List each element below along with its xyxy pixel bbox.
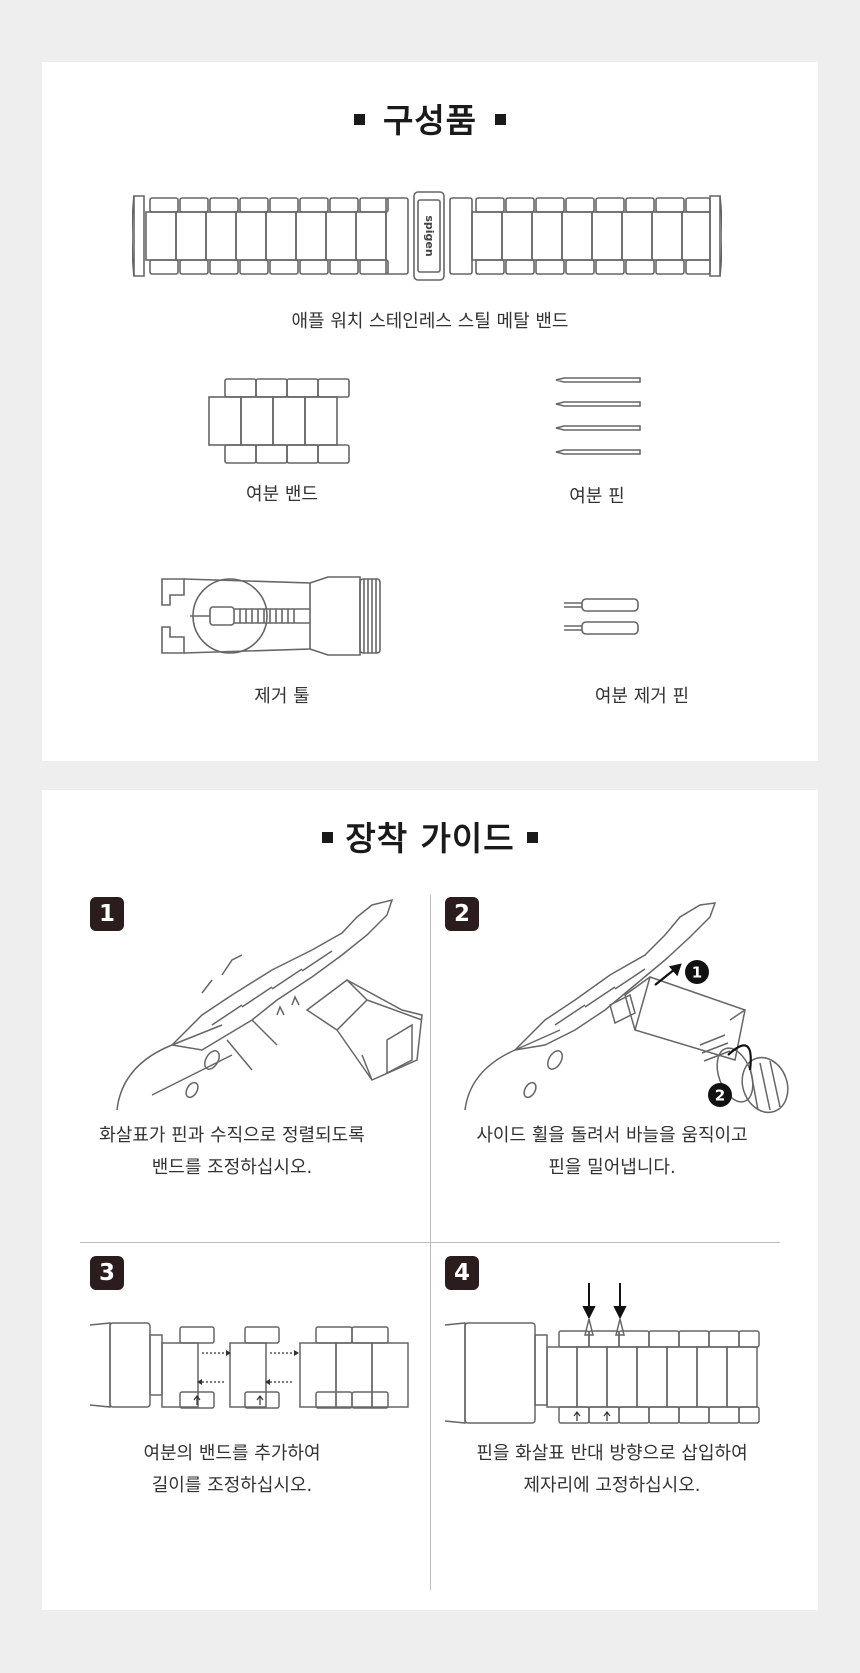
guide-heading: 장착 가이드	[42, 812, 818, 860]
step-1-line-2: 밴드를 조정하십시오.	[151, 1157, 313, 1178]
spare-band-illustration	[208, 378, 350, 464]
step-4-illustration	[445, 1283, 760, 1424]
step-2-line-2: 핀을 밀어냅니다.	[548, 1157, 676, 1178]
sub-marker-2: 2	[715, 1087, 725, 1105]
bullet-square-icon	[353, 114, 365, 125]
step-3-badge: 3	[90, 1256, 124, 1290]
step-2-illustration: 1 2	[464, 902, 789, 1114]
metal-band-illustration: spigen	[132, 191, 722, 281]
spare-band-caption: 여분 밴드	[246, 484, 318, 505]
step-1-line-1: 화살표가 핀과 수직으로 정렬되도록	[99, 1125, 365, 1146]
step-1-text: 화살표가 핀과 수직으로 정렬되도록 밴드를 조정하십시오.	[62, 1120, 402, 1184]
step-4-line-2: 제자리에 고정하십시오.	[523, 1475, 701, 1496]
step-1-badge: 1	[90, 897, 124, 931]
bullet-square-icon	[322, 832, 334, 843]
step-4-text: 핀을 화살표 반대 방향으로 삽입하여 제자리에 고정하십시오.	[442, 1438, 782, 1502]
step-3-line-2: 길이를 조정하십시오.	[151, 1475, 313, 1496]
install-guide-section: 장착 가이드 1 화살표가 핀과 수직으로 정렬되도록 밴드를 조정하십시오. …	[42, 790, 818, 1610]
step-1-illustration	[116, 898, 423, 1111]
brand-logo: spigen	[423, 215, 436, 256]
step-4-line-1: 핀을 화살표 반대 방향으로 삽입하여	[476, 1443, 748, 1464]
removal-tool-caption: 제거 툴	[254, 686, 310, 707]
main-band-caption: 애플 워치 스테인레스 스틸 메탈 밴드	[291, 311, 569, 332]
step-2-text: 사이드 휠을 돌려서 바늘을 움직이고 핀을 밀어냅니다.	[442, 1120, 782, 1184]
components-title: 구성품	[382, 101, 478, 140]
guide-title: 장착 가이드	[345, 819, 515, 858]
step-4-badge: 4	[445, 1256, 479, 1290]
components-section: 구성품	[42, 62, 818, 761]
step-3-line-1: 여분의 밴드를 추가하여	[143, 1443, 321, 1464]
sub-marker-1-icon	[685, 960, 709, 984]
spare-removal-pins-caption: 여분 제거 핀	[594, 686, 690, 707]
components-heading: 구성품	[42, 94, 818, 142]
step-2-badge: 2	[445, 897, 479, 931]
spare-pins-illustration	[555, 377, 641, 455]
horizontal-divider	[80, 1242, 780, 1243]
sub-marker-1: 1	[692, 964, 702, 982]
sub-marker-2-icon	[708, 1083, 732, 1107]
step-3-text: 여분의 밴드를 추가하여 길이를 조정하십시오.	[62, 1438, 402, 1502]
spare-pins-caption: 여분 핀	[569, 486, 625, 507]
spare-removal-pins-illustration	[564, 598, 639, 635]
removal-tool-illustration	[161, 576, 381, 656]
bullet-square-icon	[495, 114, 507, 125]
step-3-illustration	[90, 1322, 409, 1409]
step-2-line-1: 사이드 휠을 돌려서 바늘을 움직이고	[476, 1125, 748, 1146]
bullet-square-icon	[526, 832, 538, 843]
